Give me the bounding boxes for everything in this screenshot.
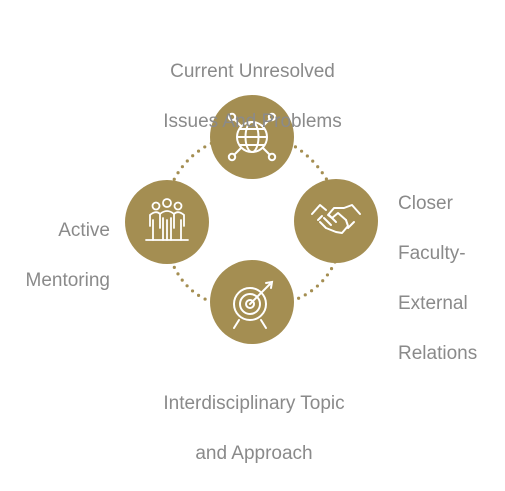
label-right-line-2: Faculty- [398, 243, 466, 264]
label-bottom: Interdisciplinary Topic and Approach [140, 366, 368, 491]
globe-network-icon [227, 112, 277, 162]
target-arrow-icon [233, 280, 274, 329]
dotted-connectors [169, 140, 337, 304]
label-right-line-1: Closer [398, 193, 453, 214]
label-top-line-2: Issues And Problems [163, 111, 342, 132]
node-right [294, 179, 378, 263]
label-bottom-line-2: and Approach [195, 443, 313, 464]
connector-right-bottom [290, 260, 337, 303]
node-left [125, 180, 209, 264]
label-top: Current Unresolved Issues And Problems [150, 34, 355, 159]
label-bottom-line-1: Interdisciplinary Topic [163, 393, 345, 414]
label-left-line-1: Active [58, 220, 110, 241]
node-bottom [210, 260, 294, 344]
handshake-icon [311, 204, 361, 234]
label-right-line-4: Relations [398, 343, 478, 364]
label-right-line-3: External [398, 293, 468, 314]
label-right: Closer Faculty- External Relations [398, 166, 498, 391]
people-group-icon [145, 198, 189, 241]
label-left: Active Mentoring [8, 193, 111, 318]
connector-top-right [287, 141, 337, 198]
connector-left-top [169, 140, 216, 188]
label-top-line-1: Current Unresolved [170, 61, 335, 82]
cycle-diagram [125, 95, 378, 344]
connector-bottom-left [169, 258, 214, 304]
label-left-line-2: Mentoring [25, 270, 111, 291]
node-top [210, 95, 294, 179]
